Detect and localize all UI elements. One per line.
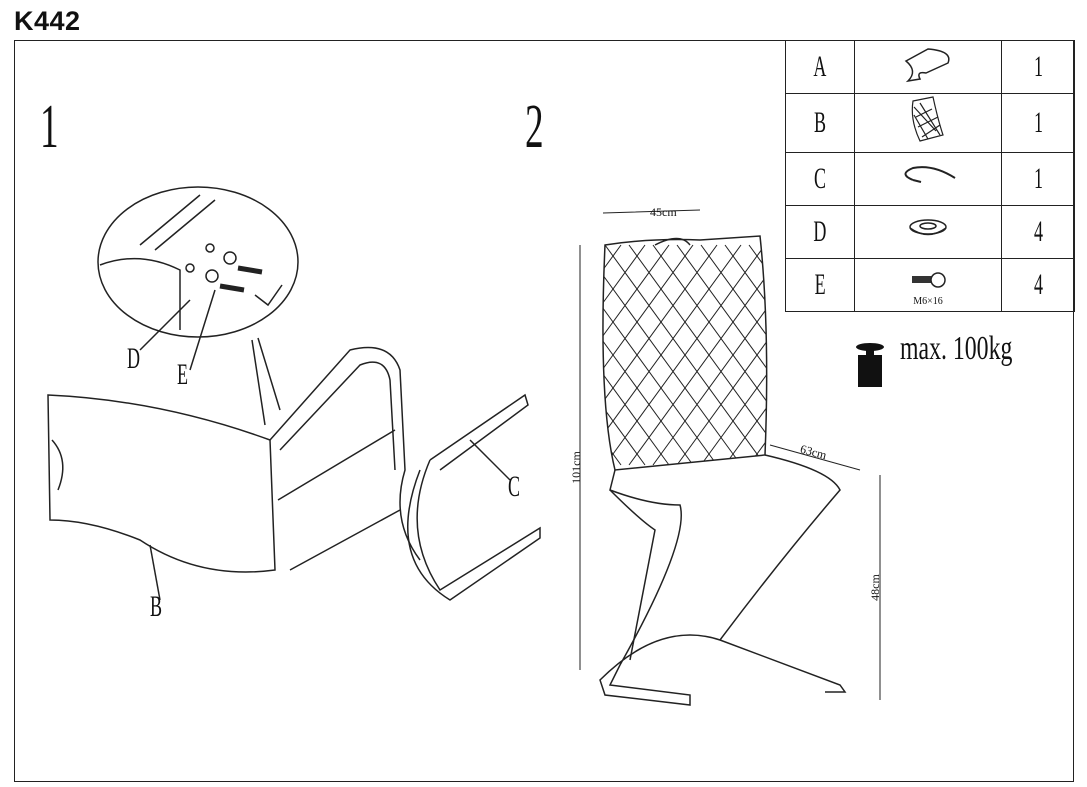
quilt-line xyxy=(602,244,622,466)
assembled-chair-icon xyxy=(579,209,881,706)
parts-list-table: A 1 B 1 C 1 D 4 E M6×16 4 xyxy=(785,40,1075,312)
quilt-line xyxy=(437,245,597,465)
quilt-line xyxy=(413,245,573,465)
part-qty: 1 xyxy=(1033,50,1043,83)
quilt-line xyxy=(413,245,573,465)
dimension-height: 101cm xyxy=(568,451,583,484)
quilt-line xyxy=(602,244,622,466)
quilt-line xyxy=(602,244,694,466)
quilt-line xyxy=(602,244,646,466)
part-qty: 4 xyxy=(1033,268,1043,301)
backrest-part-icon xyxy=(47,394,276,601)
quilt-line xyxy=(602,244,670,466)
step-number-1: 1 xyxy=(40,93,59,161)
backrest-icon xyxy=(911,96,944,142)
label-base: C xyxy=(508,470,521,503)
part-letter: E xyxy=(814,268,826,301)
part-qty: 1 xyxy=(1033,106,1043,139)
quilt-line xyxy=(602,244,646,466)
bolt-icon xyxy=(912,271,946,288)
model-title: K442 xyxy=(14,6,81,36)
seat-frame-part-icon xyxy=(269,346,421,571)
table-row: E M6×16 4 xyxy=(785,258,1075,312)
washer-icon xyxy=(909,219,947,236)
quilt-line xyxy=(724,244,767,466)
step-number-2: 2 xyxy=(525,93,544,161)
max-load-label: max. 100kg xyxy=(900,330,1013,367)
quilt-line xyxy=(700,244,767,466)
quilt-line xyxy=(652,244,767,466)
seat-frame-icon xyxy=(904,48,950,83)
table-row: C 1 xyxy=(785,152,1075,206)
table-row: D 4 xyxy=(785,205,1075,259)
diamond-quilting-pattern xyxy=(413,244,767,466)
quilt-line xyxy=(602,244,670,466)
quilt-line xyxy=(724,244,767,466)
base-part-icon xyxy=(407,393,541,601)
part-letter: D xyxy=(813,215,827,248)
label-bolt: E xyxy=(177,358,188,391)
label-backrest: B xyxy=(150,590,163,623)
dimension-width: 45cm xyxy=(650,205,677,219)
part-letter: B xyxy=(813,106,826,139)
instruction-frame xyxy=(14,40,1074,782)
quilt-line xyxy=(602,244,718,466)
quilt-line xyxy=(676,244,767,466)
bolt-spec: M6×16 xyxy=(913,295,943,307)
dimension-seat-height: 48cm xyxy=(867,574,882,601)
part-letter: A xyxy=(813,50,827,83)
quilt-line xyxy=(437,245,597,465)
table-row: B 1 xyxy=(785,93,1075,153)
part-qty: 1 xyxy=(1033,162,1043,195)
part-letter: C xyxy=(813,162,826,195)
label-washer: D xyxy=(127,342,141,375)
weight-icon xyxy=(856,343,884,387)
quilt-line xyxy=(604,244,766,466)
quilt-line xyxy=(700,244,767,466)
part-qty: 4 xyxy=(1033,215,1043,248)
detail-zoom-icon xyxy=(97,186,299,426)
base-icon xyxy=(904,166,956,183)
table-row: A 1 xyxy=(785,40,1075,94)
quilt-line xyxy=(628,244,767,466)
